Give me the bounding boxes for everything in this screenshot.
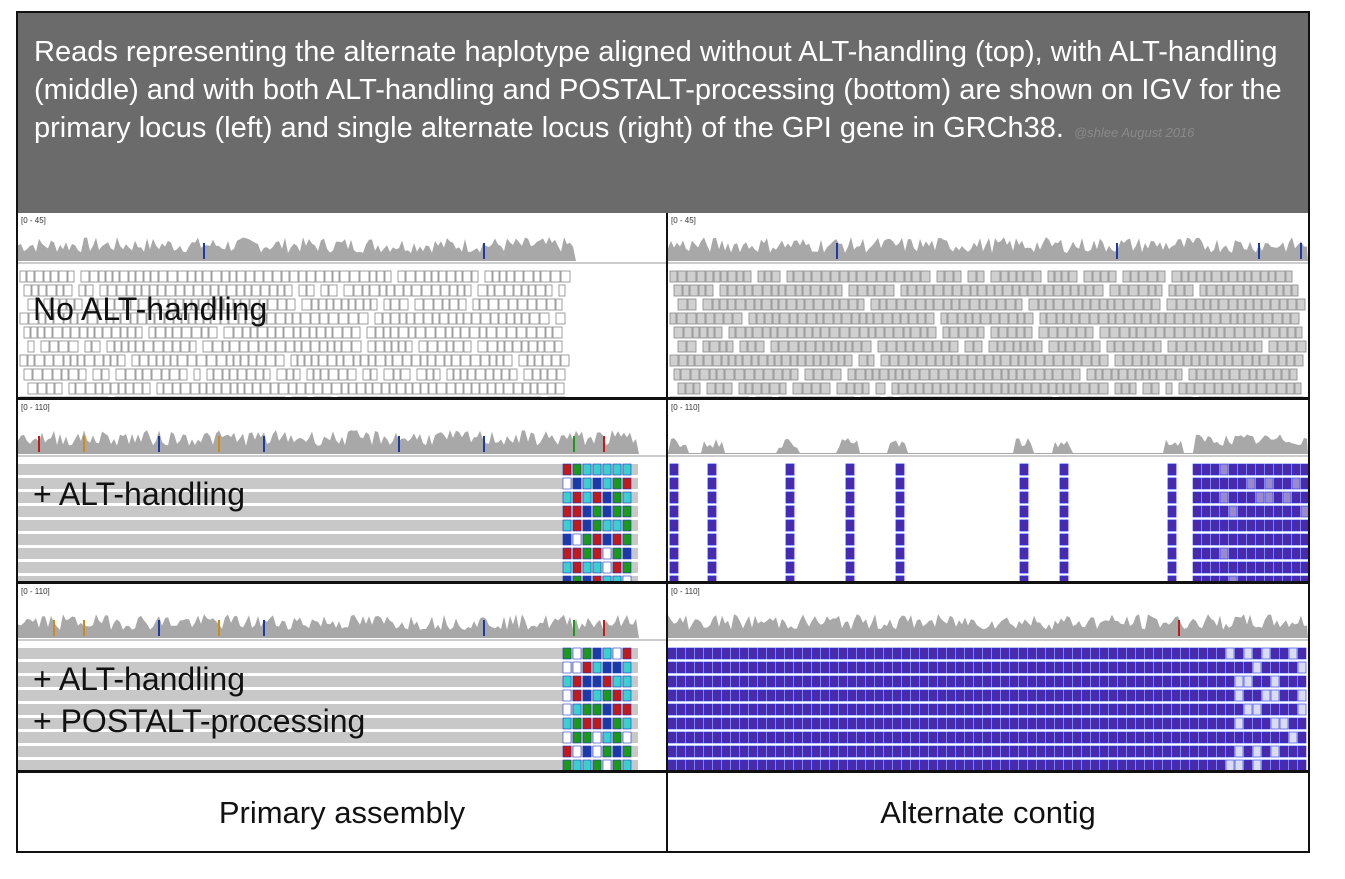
caption-text: Reads representing the alternate haploty… — [34, 36, 1282, 144]
row-label-postalt: + ALT-handling + POSTALT-processing — [33, 658, 365, 742]
row-label-alt: + ALT-handling — [33, 476, 246, 512]
coverage-scale: [0 - 110] — [671, 587, 700, 596]
coverage-scale: [0 - 110] — [21, 403, 50, 412]
coverage-scale: [0 - 45] — [671, 216, 696, 225]
panel-primary-alt: [0 - 110] — [18, 400, 666, 581]
igv-track — [668, 434, 1308, 581]
row-divider — [18, 397, 1308, 400]
panel-alternate-alt: [0 - 110] — [668, 400, 1308, 581]
credit-text: @shlee August 2016 — [1073, 125, 1195, 140]
igv-track — [18, 430, 666, 581]
row-label-line: + ALT-handling — [33, 661, 246, 697]
coverage-scale: [0 - 45] — [21, 216, 46, 225]
row-divider — [18, 581, 1308, 584]
row-label-line: + POSTALT-processing — [33, 703, 366, 739]
panel-alternate-postalt: [0 - 110] — [668, 584, 1308, 770]
column-divider — [666, 213, 668, 853]
caption-box: Reads representing the alternate haploty… — [18, 13, 1308, 213]
panel-primary-no-alt: [0 - 45] — [18, 213, 666, 397]
row-label-no-alt: No ALT-handling — [33, 291, 268, 327]
igv-track — [18, 237, 666, 397]
panel-alternate-no-alt: [0 - 45] — [668, 213, 1308, 397]
footer-alternate-contig: Alternate contig — [880, 795, 1096, 830]
panel-primary-postalt: [0 - 110] — [18, 584, 666, 770]
igv-track — [18, 614, 666, 770]
igv-track — [668, 614, 1308, 770]
footer-primary-assembly: Primary assembly — [218, 795, 466, 830]
coverage-scale: [0 - 110] — [21, 587, 50, 596]
coverage-scale: [0 - 110] — [671, 403, 700, 412]
igv-track — [668, 237, 1308, 397]
figure-frame: Reads representing the alternate haploty… — [16, 11, 1310, 853]
row-divider — [18, 770, 1308, 773]
